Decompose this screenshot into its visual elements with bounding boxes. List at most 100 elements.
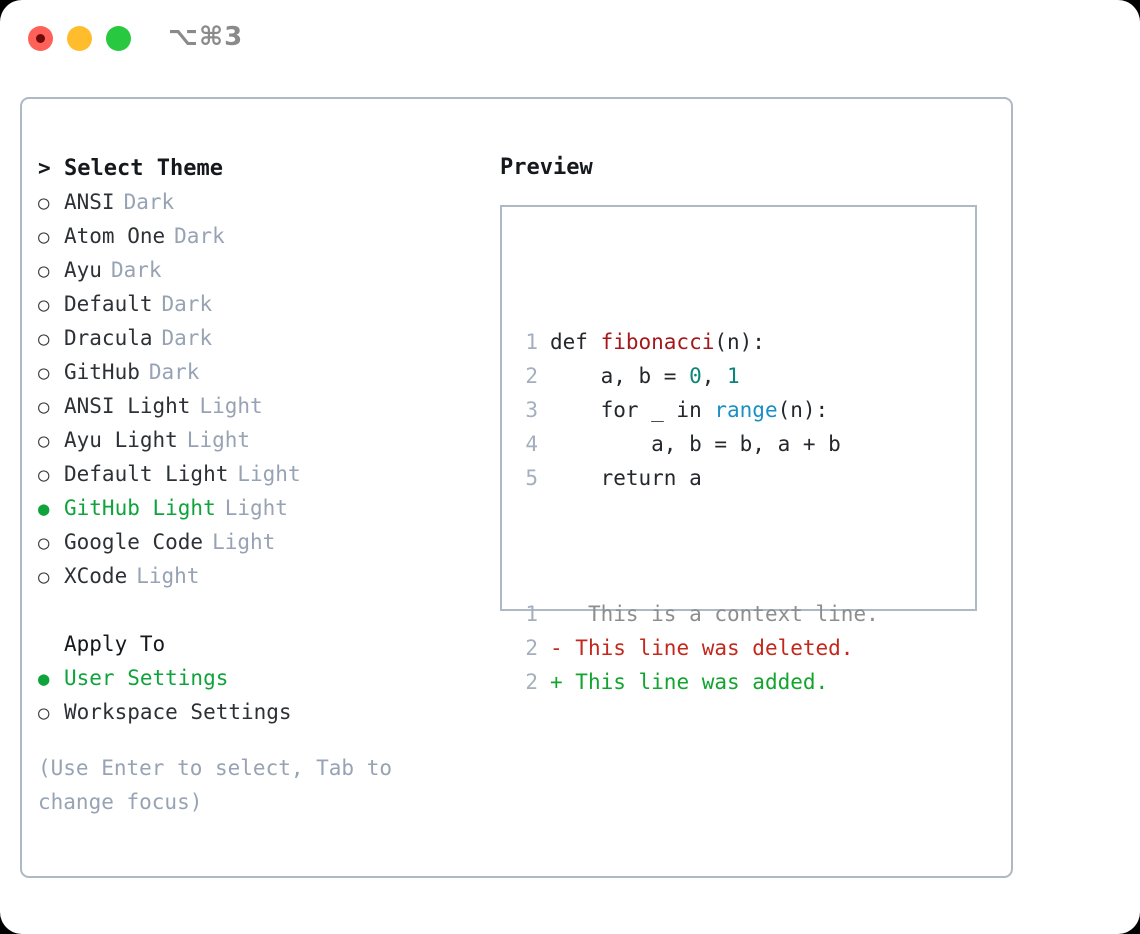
apply-to-list: ● User Settings ○ Workspace Settings <box>38 661 478 729</box>
line-number: 5 <box>525 466 538 490</box>
code-token: a, b = <box>550 364 690 388</box>
diff-line: 2 + This line was added. <box>512 665 879 699</box>
theme-name-label: Default <box>64 292 153 316</box>
theme-picker-header: > Select Theme <box>38 151 478 185</box>
code-token: range <box>714 398 778 422</box>
theme-name-label: Atom One <box>64 224 166 248</box>
theme-variant-badge: Dark <box>161 292 213 316</box>
line-number: 3 <box>525 398 538 422</box>
theme-list-item[interactable]: ○ Dracula Dark <box>38 321 478 355</box>
preview-title: Preview <box>500 155 593 180</box>
code-line: 4 a, b = b, a + b <box>512 427 879 461</box>
maximize-window-button[interactable] <box>106 26 131 51</box>
radio-unselected-icon[interactable]: ○ <box>38 702 50 724</box>
code-line-text: a, b = 0, 1 <box>550 359 740 393</box>
radio-unselected-icon[interactable]: ○ <box>38 226 50 248</box>
code-line-text: def fibonacci(n): <box>550 325 765 359</box>
close-window-button[interactable] <box>28 26 53 51</box>
theme-variant-badge: Dark <box>161 326 213 350</box>
theme-variant-badge: Light <box>186 428 251 452</box>
line-number: 2 <box>525 636 538 660</box>
list-spacer <box>38 593 478 627</box>
theme-name-label: GitHub Light <box>64 496 216 520</box>
apply-to-option-label: Workspace Settings <box>64 700 292 724</box>
code-line: 2 a, b = 0, 1 <box>512 359 879 393</box>
theme-name-label: GitHub <box>64 360 140 384</box>
theme-variant-badge: Light <box>237 462 301 486</box>
code-token: 0 <box>689 364 702 388</box>
theme-list-item[interactable]: ○ Atom One Dark <box>38 219 478 253</box>
radio-unselected-icon[interactable]: ○ <box>38 362 50 384</box>
page-title: Select Theme <box>64 156 223 181</box>
theme-name-label: Ayu Light <box>64 428 178 452</box>
code-token: for _ in <box>550 398 715 422</box>
code-line: 3 for _ in range(n): <box>512 393 879 427</box>
theme-name-label: XCode <box>64 564 128 588</box>
radio-unselected-icon[interactable]: ○ <box>38 396 50 418</box>
title-bar: ⌥⌘3 <box>0 0 1140 78</box>
theme-list-item[interactable]: ○ Ayu Light Light <box>38 423 478 457</box>
theme-list-item[interactable]: ○ ANSI Dark <box>38 185 478 219</box>
theme-list-item[interactable]: ○ GitHub Dark <box>38 355 478 389</box>
theme-variant-badge: Dark <box>148 360 200 384</box>
diff-line-text: This line was added. <box>562 670 829 694</box>
theme-name-label: Default Light <box>64 462 229 486</box>
theme-variant-badge: Dark <box>123 190 175 214</box>
code-line: 5 return a <box>512 461 879 495</box>
code-line-text: return a <box>550 461 702 495</box>
code-token: (n): <box>777 398 829 422</box>
theme-name-label: ANSI Light <box>64 394 191 418</box>
theme-variant-badge: Light <box>199 394 263 418</box>
radio-unselected-icon[interactable]: ○ <box>38 464 50 486</box>
prompt-caret-icon: > <box>38 156 51 180</box>
radio-unselected-icon[interactable]: ○ <box>38 532 50 554</box>
diff-sign: - <box>550 636 563 660</box>
radio-unselected-icon[interactable]: ○ <box>38 260 50 282</box>
diff-line-text: This is a context line. <box>562 602 879 626</box>
code-line-text: for _ in range(n): <box>550 393 829 427</box>
theme-name-label: Google Code <box>64 530 204 554</box>
apply-to-option[interactable]: ○ Workspace Settings <box>38 695 478 729</box>
keyboard-shortcut-label: ⌥⌘3 <box>168 22 244 52</box>
theme-list-item[interactable]: ○ Google Code Light <box>38 525 478 559</box>
line-number: 2 <box>525 670 538 694</box>
code-token: (n): <box>714 330 765 354</box>
minimize-window-button[interactable] <box>67 26 92 51</box>
theme-list-item[interactable]: ○ ANSI Light Light <box>38 389 478 423</box>
radio-selected-icon[interactable]: ● <box>38 498 50 520</box>
theme-name-label: ANSI <box>64 190 115 214</box>
apply-to-heading: Apply To <box>64 632 166 656</box>
diff-sign: + <box>550 670 563 694</box>
theme-name-label: Ayu <box>64 258 102 282</box>
radio-unselected-icon[interactable]: ○ <box>38 328 50 350</box>
line-number: 4 <box>525 432 538 456</box>
line-number: 1 <box>525 602 538 626</box>
radio-unselected-icon[interactable]: ○ <box>38 294 50 316</box>
code-token: 1 <box>727 364 740 388</box>
diff-line-text: This line was deleted. <box>562 636 854 660</box>
theme-variant-badge: Light <box>212 530 276 554</box>
diff-sample: 1 This is a context line. 2- This line wa… <box>512 597 879 699</box>
radio-unselected-icon[interactable]: ○ <box>38 430 50 452</box>
theme-variant-badge: Dark <box>174 224 225 248</box>
code-token: , <box>701 364 728 388</box>
apply-to-option[interactable]: ● User Settings <box>38 661 478 695</box>
radio-selected-icon[interactable]: ● <box>38 668 50 690</box>
apply-to-option-label: User Settings <box>64 666 229 690</box>
theme-list-item[interactable]: ○ Default Light Light <box>38 457 478 491</box>
theme-list-item[interactable]: ○ Default Dark <box>38 287 478 321</box>
radio-unselected-icon[interactable]: ○ <box>38 566 50 588</box>
radio-unselected-icon[interactable]: ○ <box>38 192 50 214</box>
code-token: a, b = b, a + b <box>550 432 841 456</box>
theme-name-label: Dracula <box>64 326 153 350</box>
